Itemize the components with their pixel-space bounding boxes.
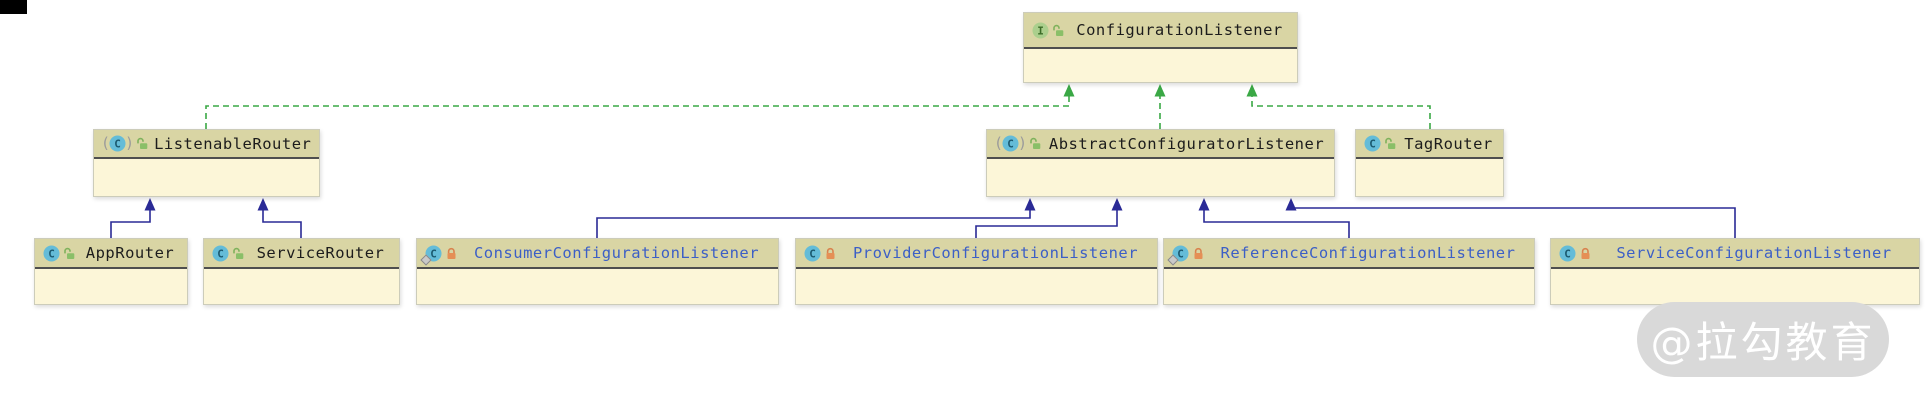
node-header: C ServiceRouter xyxy=(204,239,399,269)
class-icon-group: C xyxy=(43,245,60,262)
node-icons: C xyxy=(804,245,837,262)
class-name-label: ServiceConfigurationListener xyxy=(1616,244,1892,262)
class-icon: C xyxy=(804,245,821,262)
node-header: C ReferenceConfigurationListener xyxy=(1164,239,1534,269)
screen-artifact-bar xyxy=(0,0,27,14)
svg-text:C: C xyxy=(114,137,121,150)
class-name-label: ConfigurationListener xyxy=(1076,21,1283,39)
node-header: C ServiceConfigurationListener xyxy=(1551,239,1919,269)
node-header: (C) ListenableRouter xyxy=(94,130,319,159)
class-name-label: ConsumerConfigurationListener xyxy=(473,244,760,262)
class-icon-group: C xyxy=(1559,245,1576,262)
class-node-configuration-listener[interactable]: I ConfigurationListener xyxy=(1023,12,1298,83)
public-lock-icon xyxy=(1052,24,1065,37)
private-lock-icon xyxy=(824,247,837,260)
class-icon-group: C xyxy=(420,245,442,266)
node-icons: C xyxy=(212,245,245,262)
class-icon: C xyxy=(109,135,126,152)
public-lock-icon xyxy=(136,137,149,150)
node-icons: (C) xyxy=(101,134,149,152)
class-icon: C xyxy=(212,245,229,262)
class-icon-group: C xyxy=(804,245,821,262)
class-node-listenable-router[interactable]: (C) ListenableRouter xyxy=(93,129,320,197)
node-icons: C xyxy=(420,245,458,266)
public-lock-icon xyxy=(232,247,245,260)
class-node-service-router[interactable]: C ServiceRouter xyxy=(203,238,400,305)
abstract-paren: ) xyxy=(1018,134,1028,152)
svg-text:C: C xyxy=(1564,247,1571,260)
node-icons: C xyxy=(1364,135,1397,152)
class-icon-group: C xyxy=(1167,245,1189,266)
interface-icon-group: I xyxy=(1032,22,1049,39)
private-lock-icon xyxy=(1192,247,1205,260)
svg-text:C: C xyxy=(217,247,224,260)
class-node-service-configuration-listener[interactable]: C ServiceConfigurationListener xyxy=(1550,238,1920,305)
abstract-paren: ( xyxy=(994,134,1004,152)
svg-text:C: C xyxy=(1007,137,1014,150)
class-node-abstract-configurator-listener[interactable]: (C) AbstractConfiguratorListener xyxy=(986,129,1335,197)
class-node-app-router[interactable]: C AppRouter xyxy=(34,238,188,305)
node-header: C TagRouter xyxy=(1356,130,1503,159)
node-icons: C xyxy=(43,245,76,262)
class-name-label: ListenableRouter xyxy=(154,134,312,153)
node-header: (C) AbstractConfiguratorListener xyxy=(987,130,1334,159)
public-lock-icon xyxy=(1384,137,1397,150)
svg-text:C: C xyxy=(1177,247,1184,260)
svg-text:C: C xyxy=(1369,137,1376,150)
svg-text:C: C xyxy=(430,247,437,260)
node-header: C AppRouter xyxy=(35,239,187,269)
class-icon-group: (C) xyxy=(994,134,1028,152)
class-icon: C xyxy=(1559,245,1576,262)
class-node-tag-router[interactable]: C TagRouter xyxy=(1355,129,1504,197)
abstract-paren: ( xyxy=(101,134,111,152)
class-icon: C xyxy=(1002,135,1019,152)
private-lock-icon xyxy=(1579,247,1592,260)
node-icons: I xyxy=(1032,22,1065,39)
node-icons: (C) xyxy=(994,134,1042,152)
class-icon-group: C xyxy=(1364,135,1381,152)
svg-text:I: I xyxy=(1037,24,1044,37)
class-node-reference-configuration-listener[interactable]: C ReferenceConfigurationListener xyxy=(1163,238,1535,305)
class-name-label: AppRouter xyxy=(85,244,175,262)
class-name-label: TagRouter xyxy=(1404,134,1493,153)
public-lock-icon xyxy=(63,247,76,260)
class-node-consumer-configuration-listener[interactable]: C ConsumerConfigurationListener xyxy=(416,238,779,305)
node-header: C ConsumerConfigurationListener xyxy=(417,239,778,269)
svg-text:C: C xyxy=(48,247,55,260)
public-lock-icon xyxy=(1029,137,1042,150)
node-icons: C xyxy=(1559,245,1592,262)
svg-text:C: C xyxy=(809,247,816,260)
private-lock-icon xyxy=(445,247,458,260)
class-node-provider-configuration-listener[interactable]: C ProviderConfigurationListener xyxy=(795,238,1158,305)
class-name-label: ProviderConfigurationListener xyxy=(852,244,1139,262)
class-name-label: ServiceRouter xyxy=(256,244,385,262)
class-icon-group: (C) xyxy=(101,134,135,152)
watermark-text: @拉勾教育 xyxy=(1650,318,1876,367)
class-name-label: AbstractConfiguratorListener xyxy=(1048,134,1325,153)
node-icons: C xyxy=(1167,245,1205,266)
class-name-label: ReferenceConfigurationListener xyxy=(1220,244,1516,262)
node-header: C ProviderConfigurationListener xyxy=(796,239,1157,269)
class-icon: C xyxy=(1364,135,1381,152)
watermark: @拉勾教育 xyxy=(1637,302,1889,377)
abstract-paren: ) xyxy=(125,134,135,152)
class-icon-group: C xyxy=(212,245,229,262)
class-icon: C xyxy=(43,245,60,262)
node-header: I ConfigurationListener xyxy=(1024,13,1297,49)
interface-icon: I xyxy=(1032,22,1049,39)
